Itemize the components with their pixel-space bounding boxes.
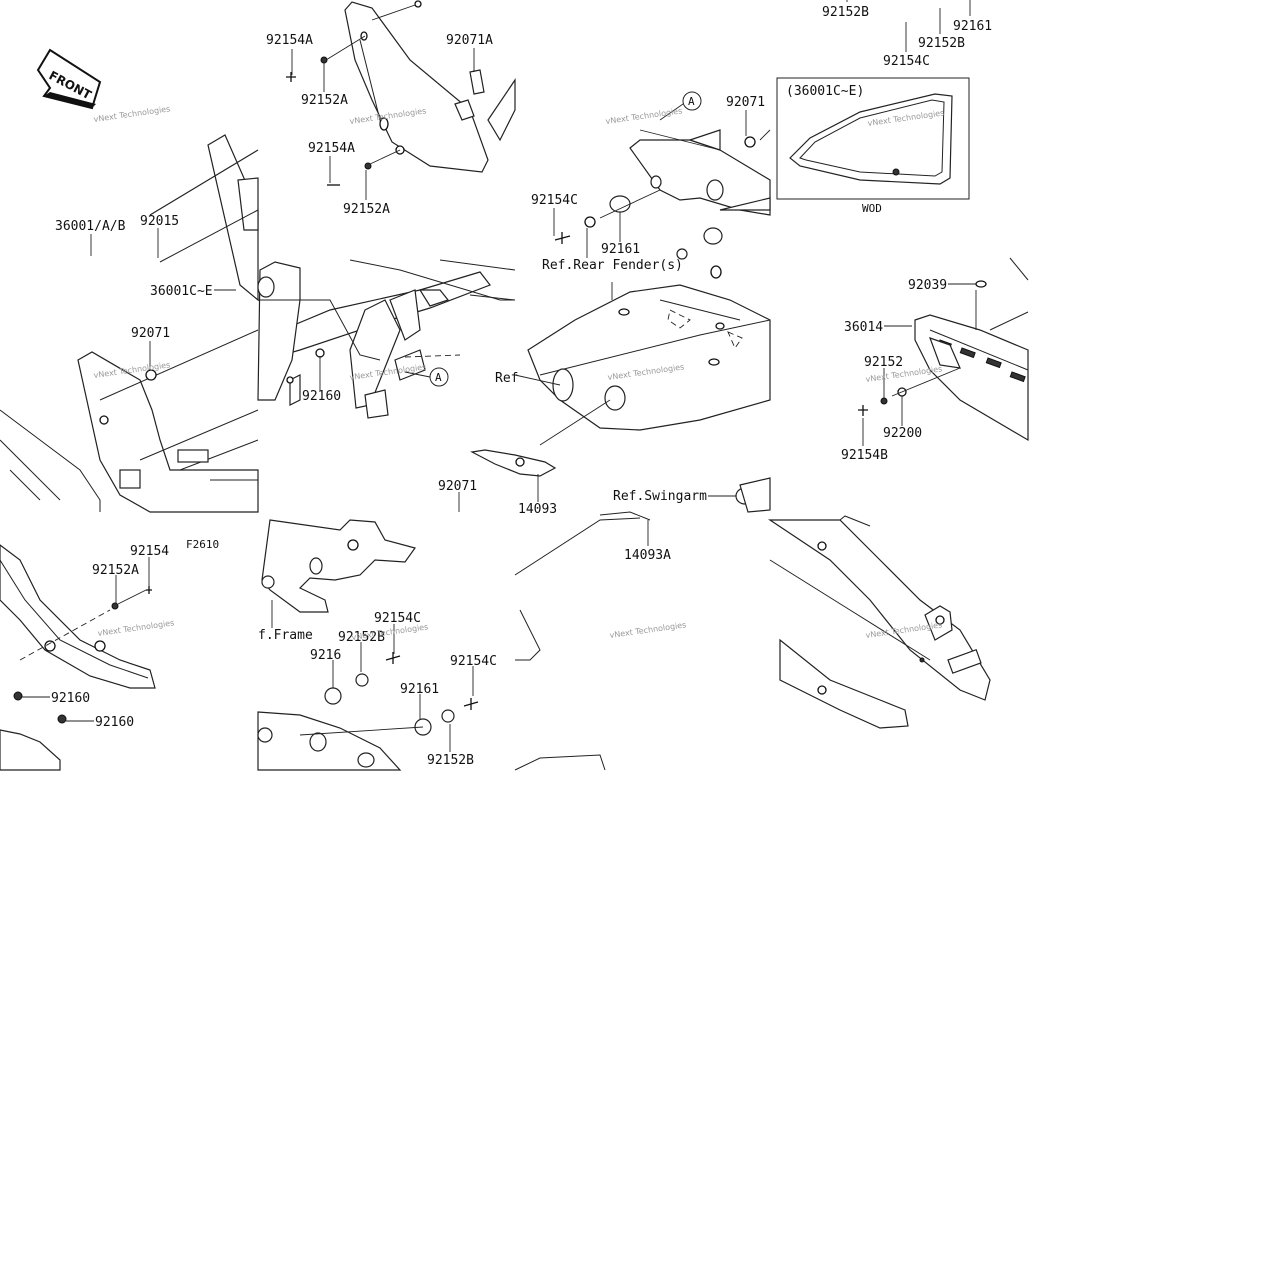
label-ref-frame: f.Frame <box>258 628 313 643</box>
label-92160-mid: 92160 <box>302 389 341 404</box>
label-92071-left: 92071 <box>131 326 170 341</box>
label-36014: 36014 <box>844 320 883 335</box>
label-92161-top: 92161 <box>953 19 992 34</box>
inset-title: (36001C~E) <box>786 84 864 99</box>
label-92152b-top2: 92152B <box>918 36 965 51</box>
inset-box: (36001C~E) WOD <box>776 77 970 215</box>
rear-fender <box>514 282 771 446</box>
marker-a-center-label: A <box>435 371 442 384</box>
front-arrow-icon: FRONT <box>36 48 102 110</box>
label-36001ab: 36001/A/B <box>55 219 126 234</box>
marker-a-center: A <box>404 367 449 387</box>
label-92071-center: 92071 <box>726 95 765 110</box>
label-92152a-bl: 92152A <box>92 563 139 578</box>
label-92071-bottom: 92071 <box>438 479 477 494</box>
label-92154c-bm2: 92154C <box>450 654 497 669</box>
watermark: vNext Technologies <box>605 106 683 126</box>
label-92152: 92152 <box>864 355 903 370</box>
label-92200: 92200 <box>883 426 922 441</box>
marker-a-top-label: A <box>688 95 695 108</box>
frame-drawing-left <box>0 134 259 513</box>
watermark: vNext Technologies <box>97 618 175 638</box>
label-92152a-top: 92152A <box>301 93 348 108</box>
label-92154c-top: 92154C <box>883 54 930 69</box>
label-92160-bl1: 92160 <box>51 691 90 706</box>
label-92152b-bm: 92152B <box>338 630 385 645</box>
cover-lower-left <box>0 544 156 771</box>
label-36001ce: 36001C~E <box>150 284 213 299</box>
label-92015: 92015 <box>140 214 179 229</box>
label-92039: 92039 <box>908 278 947 293</box>
label-14093: 14093 <box>518 502 557 517</box>
diagram-code: F2610 <box>186 538 219 551</box>
label-9216-bm: 9216 <box>310 648 341 663</box>
label-ref-rear-fender: Ref.Rear Fender(s) <box>542 258 683 273</box>
label-92154c-bm: 92154C <box>374 611 421 626</box>
inset-caption: WOD <box>862 202 882 215</box>
marker-a-top: A <box>659 91 702 121</box>
chain-guard <box>768 515 991 729</box>
label-92161-center: 92161 <box>601 242 640 257</box>
cover-14093 <box>458 449 557 512</box>
label-92154b: 92154B <box>841 448 888 463</box>
leader-lines <box>22 0 976 752</box>
label-92152b-bm2: 92152B <box>427 753 474 768</box>
swingarm-area <box>514 477 771 771</box>
label-ref-cut: Ref <box>495 371 518 386</box>
watermark: vNext Technologies <box>93 104 171 124</box>
side-cover-upper <box>286 0 516 186</box>
label-92154a-mid: 92154A <box>308 141 355 156</box>
label-92154a-top: 92154A <box>266 33 313 48</box>
label-92154-bl: 92154 <box>130 544 169 559</box>
frame-lower-center <box>257 519 479 771</box>
label-ref-swingarm: Ref.Swingarm <box>613 489 707 504</box>
part-labels: 36001/A/B 92015 36001C~E 92071 92154A 92… <box>51 5 992 768</box>
label-92152a-mid: 92152A <box>343 202 390 217</box>
label-92154c-center: 92154C <box>531 193 578 208</box>
bracket-upper-right <box>554 129 771 279</box>
label-92071a: 92071A <box>446 33 493 48</box>
label-92161-bm: 92161 <box>400 682 439 697</box>
watermark: vNext Technologies <box>609 620 687 640</box>
frame-drawing-center <box>257 259 516 419</box>
label-14093a: 14093A <box>624 548 671 563</box>
label-92160-bl2: 92160 <box>95 715 134 730</box>
label-92152b-top: 92152B <box>822 5 869 20</box>
chain-cover-36014 <box>858 257 1029 442</box>
